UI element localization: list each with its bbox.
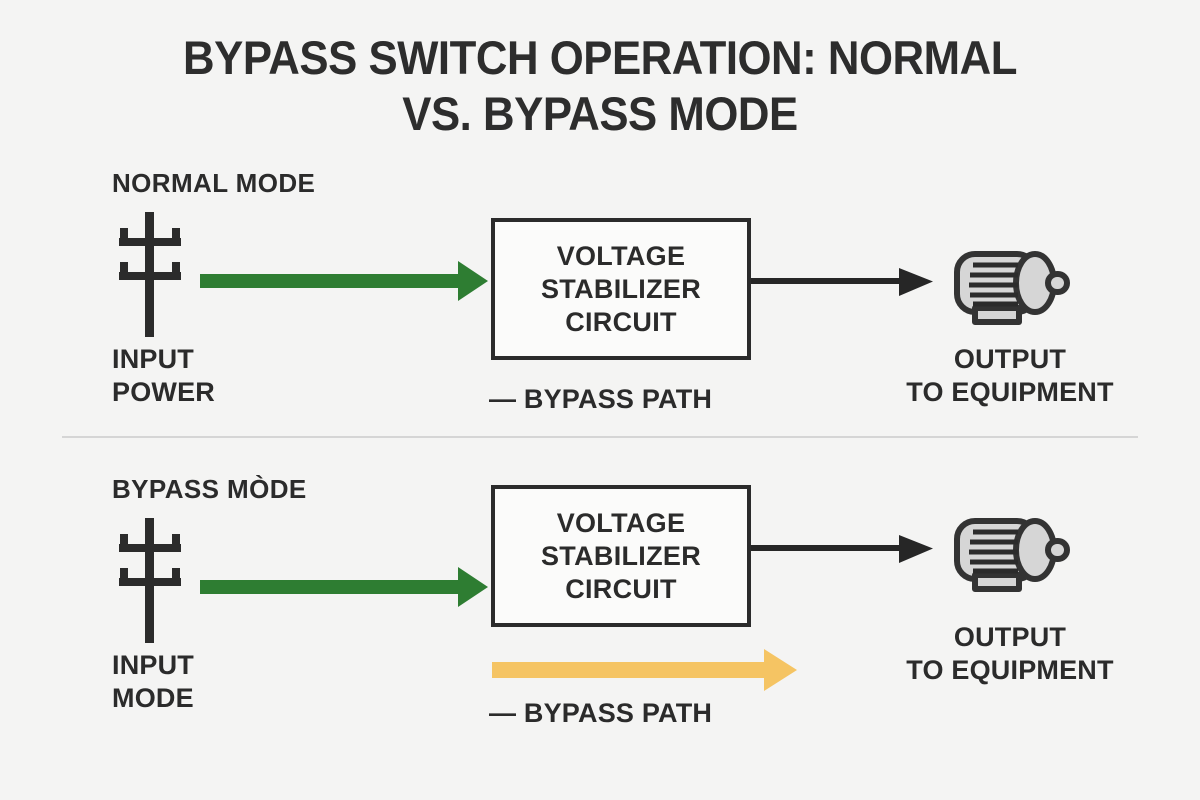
input-caption-line-1: INPUT — [112, 344, 194, 374]
stabilizer-line-2: STABILIZER — [541, 540, 701, 571]
stabilizer-line-2: STABILIZER — [541, 273, 701, 304]
page-title: BYPASS SWITCH OPERATION: NORMAL VS. BYPA… — [0, 30, 1200, 142]
voltage-stabilizer-box-normal[interactable]: VOLTAGE STABILIZER CIRCUIT — [491, 218, 751, 360]
output-caption-line-1: OUTPUT — [953, 344, 1067, 374]
section-divider — [62, 436, 1138, 438]
black-arrow-right-icon-bypass — [751, 533, 933, 567]
section-bypass-mode: BYPASS MÒDE INPUT MODE — [0, 455, 1200, 755]
utility-pole-icon — [105, 212, 197, 337]
bypass-path-label-bypass: — BYPASS PATH — [489, 698, 713, 728]
output-caption-line-2: TO EQUIPMENT — [906, 377, 1114, 407]
utility-pole-icon — [105, 518, 197, 643]
output-caption-line-2: TO EQUIPMENT — [906, 655, 1114, 685]
input-caption-normal: INPUT POWER — [112, 343, 215, 409]
output-caption-line-1: OUTPUT — [953, 622, 1067, 652]
input-caption-bypass: INPUT MODE — [112, 649, 194, 715]
stabilizer-line-3: CIRCUIT — [565, 573, 677, 604]
section-normal-mode: NORMAL MODE INPUT POWER — [0, 150, 1200, 430]
black-arrow-right-icon-normal — [751, 266, 933, 300]
green-arrow-right-icon-normal — [200, 257, 488, 305]
stabilizer-line-1: VOLTAGE — [556, 507, 686, 538]
bypass-path-label-normal: — BYPASS PATH — [489, 384, 713, 414]
title-line-1: BYPASS SWITCH OPERATION: NORMAL — [183, 31, 1017, 84]
electric-motor-icon-normal — [948, 246, 1072, 332]
mode-label-bypass: BYPASS MÒDE — [112, 474, 307, 504]
stabilizer-line-3: CIRCUIT — [565, 306, 677, 337]
mode-label-normal: NORMAL MODE — [112, 168, 316, 198]
title-line-2: VS. BYPASS MODE — [402, 87, 798, 140]
green-arrow-right-icon-bypass — [200, 563, 488, 611]
input-caption-line-2: POWER — [112, 377, 216, 407]
amber-arrow-right-icon-bypass — [492, 648, 797, 692]
electric-motor-icon-bypass — [948, 513, 1072, 599]
voltage-stabilizer-box-bypass[interactable]: VOLTAGE STABILIZER CIRCUIT — [491, 485, 751, 627]
input-caption-line-2: MODE — [112, 683, 194, 713]
stabilizer-line-1: VOLTAGE — [556, 240, 686, 271]
output-caption-normal: OUTPUT TO EQUIPMENT — [880, 343, 1140, 409]
input-caption-line-1: INPUT — [112, 650, 194, 680]
output-caption-bypass: OUTPUT TO EQUIPMENT — [880, 621, 1140, 687]
